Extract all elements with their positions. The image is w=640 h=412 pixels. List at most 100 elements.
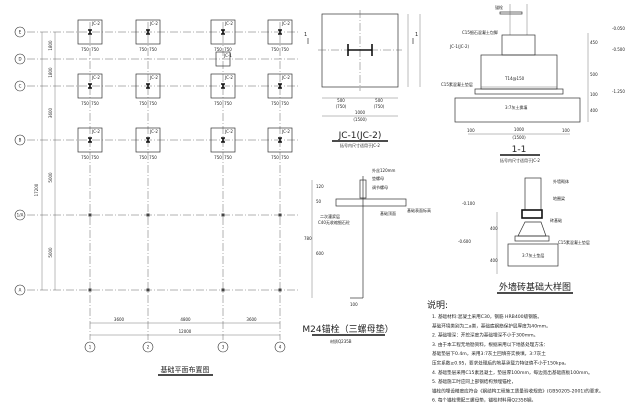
footing-label: JC-2 <box>91 21 100 26</box>
label: 外丝120mm <box>372 167 396 173</box>
footing-label: JC-2 <box>91 75 100 80</box>
note-line: 1. 基础材料:混凝土采用C30，钢筋 HRB400级钢筋。 <box>432 313 542 320</box>
row-axis-bubble <box>14 134 26 146</box>
footing-dim: 750 <box>271 47 279 52</box>
footing-dim: 750 <box>81 101 89 106</box>
footing-dim: 750 <box>139 101 147 106</box>
section-1-1: 3:7灰土换填 锚栓 C15细石混凝土包脚 JC-1(JC-2) C15素混凝土… <box>441 4 625 163</box>
col-axis-label: 4 <box>279 345 282 350</box>
col-axis-label: 1 <box>89 345 92 350</box>
footing-dim: 750 <box>224 47 232 52</box>
note-line: 6. 每个锚栓需配三螺母垫，锚栓材料用Q235B钢。 <box>432 397 536 404</box>
col-axis-label: 2 <box>147 345 150 350</box>
footing-dim: 750 <box>81 47 89 52</box>
row-dim: 5000 <box>48 172 53 183</box>
section-subtitle: 括号内尺寸适用于JC-2 <box>500 157 540 163</box>
note-line: 基础环境类别为二a类，基础底钢筋保护层厚度为40mm。 <box>432 322 551 329</box>
label: JC-1(JC-2) <box>449 44 469 49</box>
label: 调节螺母 <box>372 184 388 190</box>
footing-dim: 750 <box>281 155 289 160</box>
label: 基础顶面 <box>380 210 396 216</box>
footing-dim: 750 <box>271 101 279 106</box>
row-axis-bubble <box>14 80 26 92</box>
footing-jc2 <box>210 127 236 153</box>
note-line: 3. 由于本工程无地勘资料，根据采用以下地基处理方法： <box>432 341 548 348</box>
section-mark-right: 1 <box>415 32 418 38</box>
row-axis-bubble <box>14 26 26 38</box>
dim: 1000 <box>355 110 366 115</box>
column-icon <box>88 137 92 143</box>
label: C15素混凝土垫层 <box>441 81 473 87</box>
footing-jc2 <box>267 73 293 99</box>
column-icon <box>278 137 282 143</box>
footing-label: JC-2 <box>149 129 158 134</box>
row-dim: 3600 <box>48 107 53 118</box>
section-title: 1-1 <box>512 145 527 155</box>
dim: 400 <box>590 108 598 113</box>
wall-footing-detail: 3:7灰土垫层 外墙砌体 地圈梁 C15素混凝土垫层 砖基础 -0.100 -0… <box>458 177 590 294</box>
dim: 100 <box>467 128 475 133</box>
column-marker <box>221 213 225 217</box>
col-dim: 3600 <box>246 317 257 322</box>
plan-title: 基础平面布置图 <box>161 365 210 374</box>
column-marker <box>146 288 150 292</box>
column-icon <box>146 83 150 89</box>
dim: 50 <box>316 199 322 204</box>
label: T14@150 <box>504 76 525 81</box>
label: 砖基础 <box>550 217 562 223</box>
footing-dim: 750 <box>281 101 289 106</box>
row-axis-label: A <box>19 288 22 293</box>
footing-label: JC-2 <box>91 129 100 134</box>
dim: 100 <box>590 92 598 97</box>
footing-dim: 750 <box>214 47 222 52</box>
anchor-bolt-detail: 780 120 50 600 100 外丝120mm 垫螺母 调节螺母 二次灌浆… <box>302 167 431 344</box>
notes-heading: 说明: <box>427 299 448 311</box>
column-marker <box>221 288 225 292</box>
footing-jc2 <box>267 127 293 153</box>
note-line: 基础垫层下0.4m，采用3:7灰土回填夯实换填，3:7灰土 <box>432 350 546 357</box>
note-line: 压实系数≥0.95，要求处理后的地基承载力特征值不小于150kpa。 <box>432 360 569 367</box>
row-dim: 1800 <box>48 67 53 78</box>
footing-dim: 750 <box>139 155 147 160</box>
dim: 780 <box>304 236 312 241</box>
label: 垫螺母 <box>372 175 384 181</box>
col-axis-label: 3 <box>222 345 225 350</box>
footing-jc2 <box>135 73 161 99</box>
column-icon <box>88 83 92 89</box>
footing-dim: 750 <box>91 101 99 106</box>
label: 二次灌浆层 <box>320 213 340 219</box>
footing-label: JC-2 <box>149 75 158 80</box>
total-height-dim: 17200 <box>34 183 39 196</box>
dim: 100 <box>562 128 570 133</box>
column-icon <box>221 29 225 35</box>
footing-label: JC-1 <box>223 53 232 58</box>
dim: 600 <box>316 251 324 256</box>
footing-dim: 750 <box>214 155 222 160</box>
jc-plan-detail: 1 1 500 (750) 500 (750) 1000 (1500) JC-1… <box>304 10 421 148</box>
dim: (750) <box>374 104 385 109</box>
footing-dim: 750 <box>149 47 157 52</box>
col-dim: 4800 <box>180 317 191 322</box>
row-axis-label: 1/A <box>17 213 24 218</box>
footing-dim: 750 <box>281 47 289 52</box>
dim: (750) <box>336 104 347 109</box>
label: 基础表面标高 <box>407 207 431 213</box>
footing-jc2 <box>135 19 161 45</box>
row-axis-label: B <box>19 138 22 143</box>
dim: 500 <box>337 98 345 103</box>
row-axis-label: E <box>19 30 22 35</box>
column-marker <box>88 288 92 292</box>
col-axis-bubble <box>274 341 286 353</box>
label: C15细石混凝土包脚 <box>462 29 498 35</box>
label: C15素混凝土垫层 <box>558 239 590 245</box>
row-axis-label: C <box>19 84 22 89</box>
label: 3:7灰土换填 <box>505 104 527 110</box>
footing-jc2 <box>135 127 161 153</box>
level: -0.500 <box>612 47 625 52</box>
column-marker <box>88 213 92 217</box>
dim: (1500) <box>512 135 526 140</box>
row-dim: 1800 <box>48 40 53 51</box>
dim: 500 <box>375 98 383 103</box>
note-line: 4. 基础垫层采用C15素混凝土，垫层厚100mm，每边宽出基础底板100mm。 <box>432 369 593 376</box>
